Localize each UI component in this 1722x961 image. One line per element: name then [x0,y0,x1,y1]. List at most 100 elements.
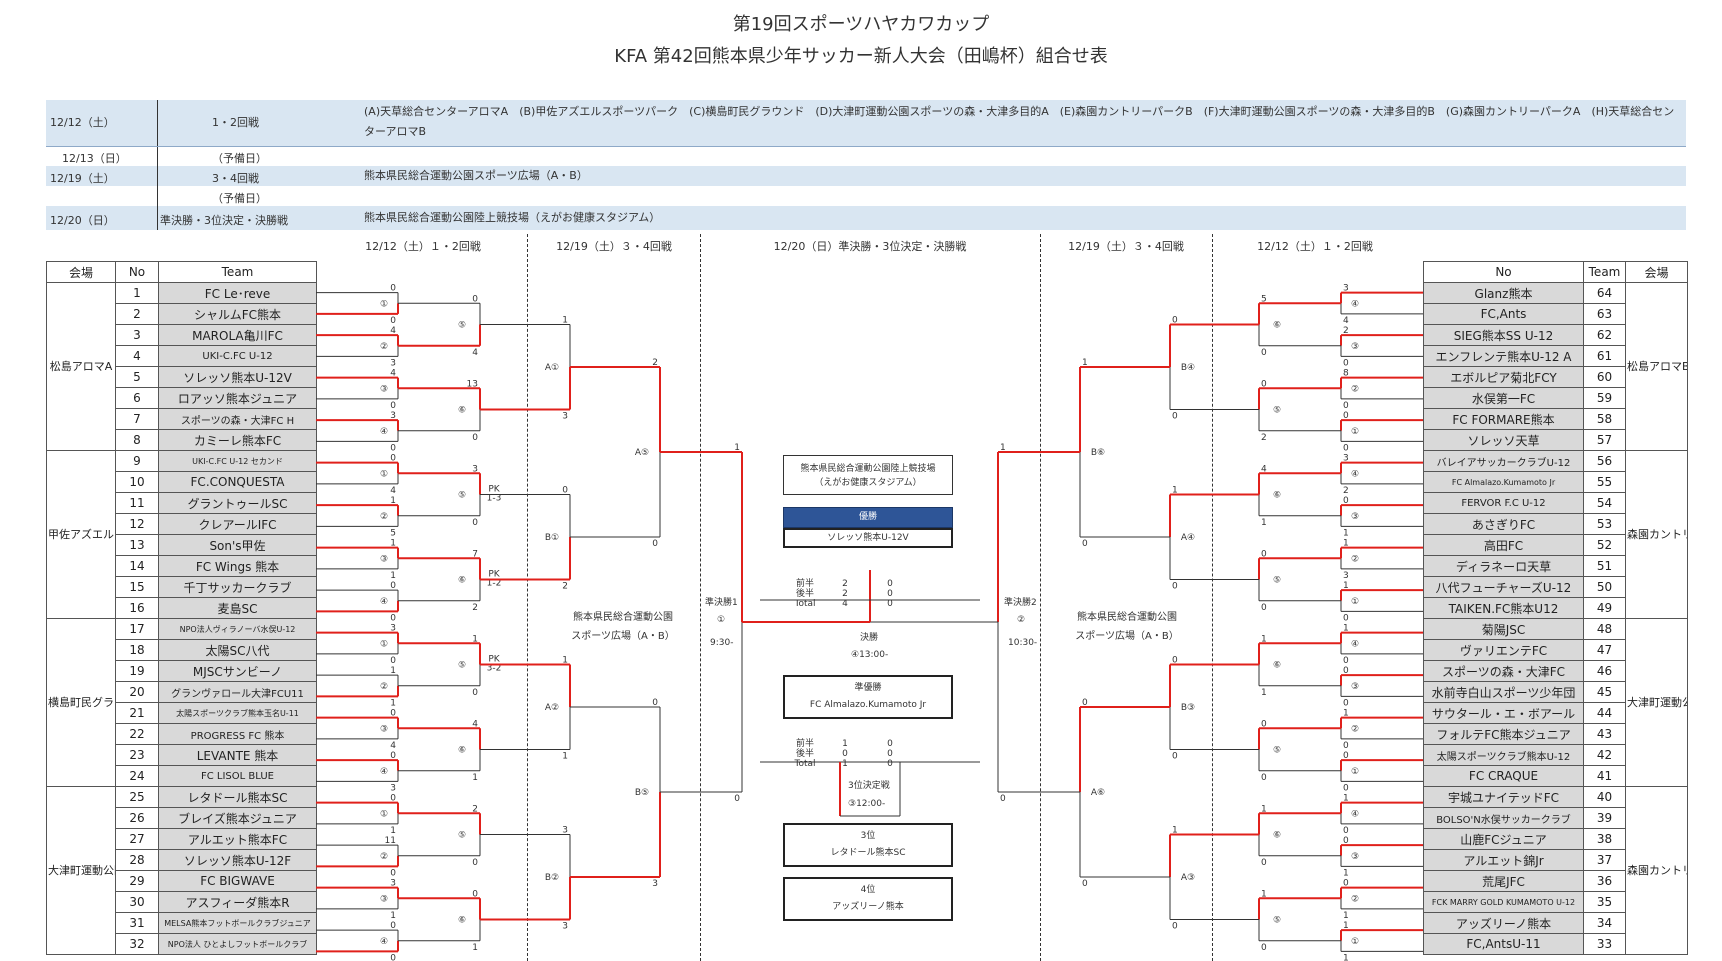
match-label: ⑤ [458,661,466,671]
team-number: 46 [1583,660,1626,682]
score-label: 1 [1172,486,1178,496]
team-number: 21 [115,702,159,724]
team-number: 9 [115,450,159,472]
team-name: エボルピア菊北FCY [1423,366,1584,388]
venue-cell: 森園カントリーパークA [1625,450,1688,619]
schedule-row-2: 12/13（日） （予備日） [46,146,1686,166]
team-name: NPO法人 ひとよしフットボールクラブ [158,933,317,955]
score-label: 0 [1261,943,1267,953]
match-label: A① [545,363,559,373]
team-name: PROGRESS FC 熊本 [158,723,317,745]
score-label: 1 [1343,921,1349,931]
match-label: ① [380,469,388,479]
team-number: 6 [115,387,159,409]
score-label: 0 [1343,443,1349,453]
score-label: 1 [1343,624,1349,634]
team-number: 24 [115,765,159,787]
team-number: 40 [1583,786,1626,808]
score-label: 0 [1343,358,1349,368]
score-value: 1 [842,759,848,769]
match-label: A⑤ [635,448,649,458]
score-label: 0 [1172,656,1178,666]
match-label: ① [380,299,388,309]
score-label: 13 [467,379,478,389]
team-number: 5 [115,366,159,388]
score-label: 2 [472,603,478,613]
schedule-date: 12/13（日） [62,152,127,165]
schedule-venue: 熊本県民総合運動公園陸上競技場（えがお健康スタジアム） [364,211,661,224]
score-label: 0 [1343,613,1349,623]
team-name: TAIKEN.FC熊本U12 [1423,597,1584,619]
team-row: 菊陽JSC48大津町運動公園スポーツの森・大津多目的B [1423,618,1688,787]
score-label: 0 [390,613,396,623]
score-label: 5 [1261,294,1267,304]
team-name: 太陽SC八代 [158,639,317,661]
score-label: 1 [1343,794,1349,804]
score-label: 0 [1343,496,1349,506]
score-label: 1 [1261,518,1267,528]
score-label: 0 [390,794,396,804]
match-label: B① [545,533,559,543]
team-number: 2 [115,303,159,325]
divider-right-center [1040,234,1041,961]
score-label: 1 [1261,634,1267,644]
score-label: 3 [390,879,396,889]
score-label: 0 [652,698,658,708]
score-label: 0 [1172,752,1178,762]
team-number: 53 [1583,513,1626,535]
score-label: 1 [1343,953,1349,961]
score-label: 4 [472,348,478,358]
venue-note-left: 熊本県民総合運動公園 スポーツ広場（A・B） [563,608,683,642]
score-label: 0 [1172,316,1178,326]
match-label: ③ [1351,512,1359,522]
match-label: B⑤ [635,788,649,798]
semi-left-label: 準決勝1 [705,598,738,608]
venue-note-left-line2: スポーツ広場（A・B） [571,631,675,642]
match-label: ④ [380,597,388,607]
score-label: 1 [734,443,740,453]
schedule-row-4: （予備日） [46,186,1686,206]
third-place-match-label: 3位決定戦 [848,781,890,791]
team-number: 51 [1583,555,1626,577]
score-label: 0 [1082,539,1088,549]
match-label: ④ [380,767,388,777]
match-label: ③ [1351,852,1359,862]
schedule-date: 12/12（土） [50,116,115,129]
stadium-box: 熊本県民総合運動公園陸上競技場 （えがお健康スタジアム） [783,455,953,495]
col-header-right-r12: 12/12（土）１・2回戦 [1257,240,1373,253]
venue-note-right-line2: スポーツ広場（A・B） [1075,631,1179,642]
score-label: 8 [1343,369,1349,379]
fourth-team: アッズリーノ熊本 [832,902,904,912]
team-row: 横島町民グラウンド17NPO法人ヴィラノーバ水俣U-12 [46,618,317,787]
team-name: FC Le･reve [158,282,317,304]
match-label: ④ [1351,809,1359,819]
team-number: 63 [1583,303,1626,325]
score-label: 4 [472,719,478,729]
team-number: 37 [1583,849,1626,871]
score-label: 1 [562,656,568,666]
score-value: 0 [887,749,893,759]
team-number: 54 [1583,492,1626,514]
team-number: 35 [1583,891,1626,913]
semi-left-time: 9:30- [710,638,734,648]
score-label: 1 [390,826,396,836]
match-label: B② [545,873,559,883]
score-label: 7 [472,549,478,559]
schedule-round: （予備日） [212,192,267,205]
score-label: 2 [1343,486,1349,496]
team-number: 39 [1583,807,1626,829]
match-label: A③ [1181,873,1195,883]
venue-header: 会場 [46,261,116,283]
